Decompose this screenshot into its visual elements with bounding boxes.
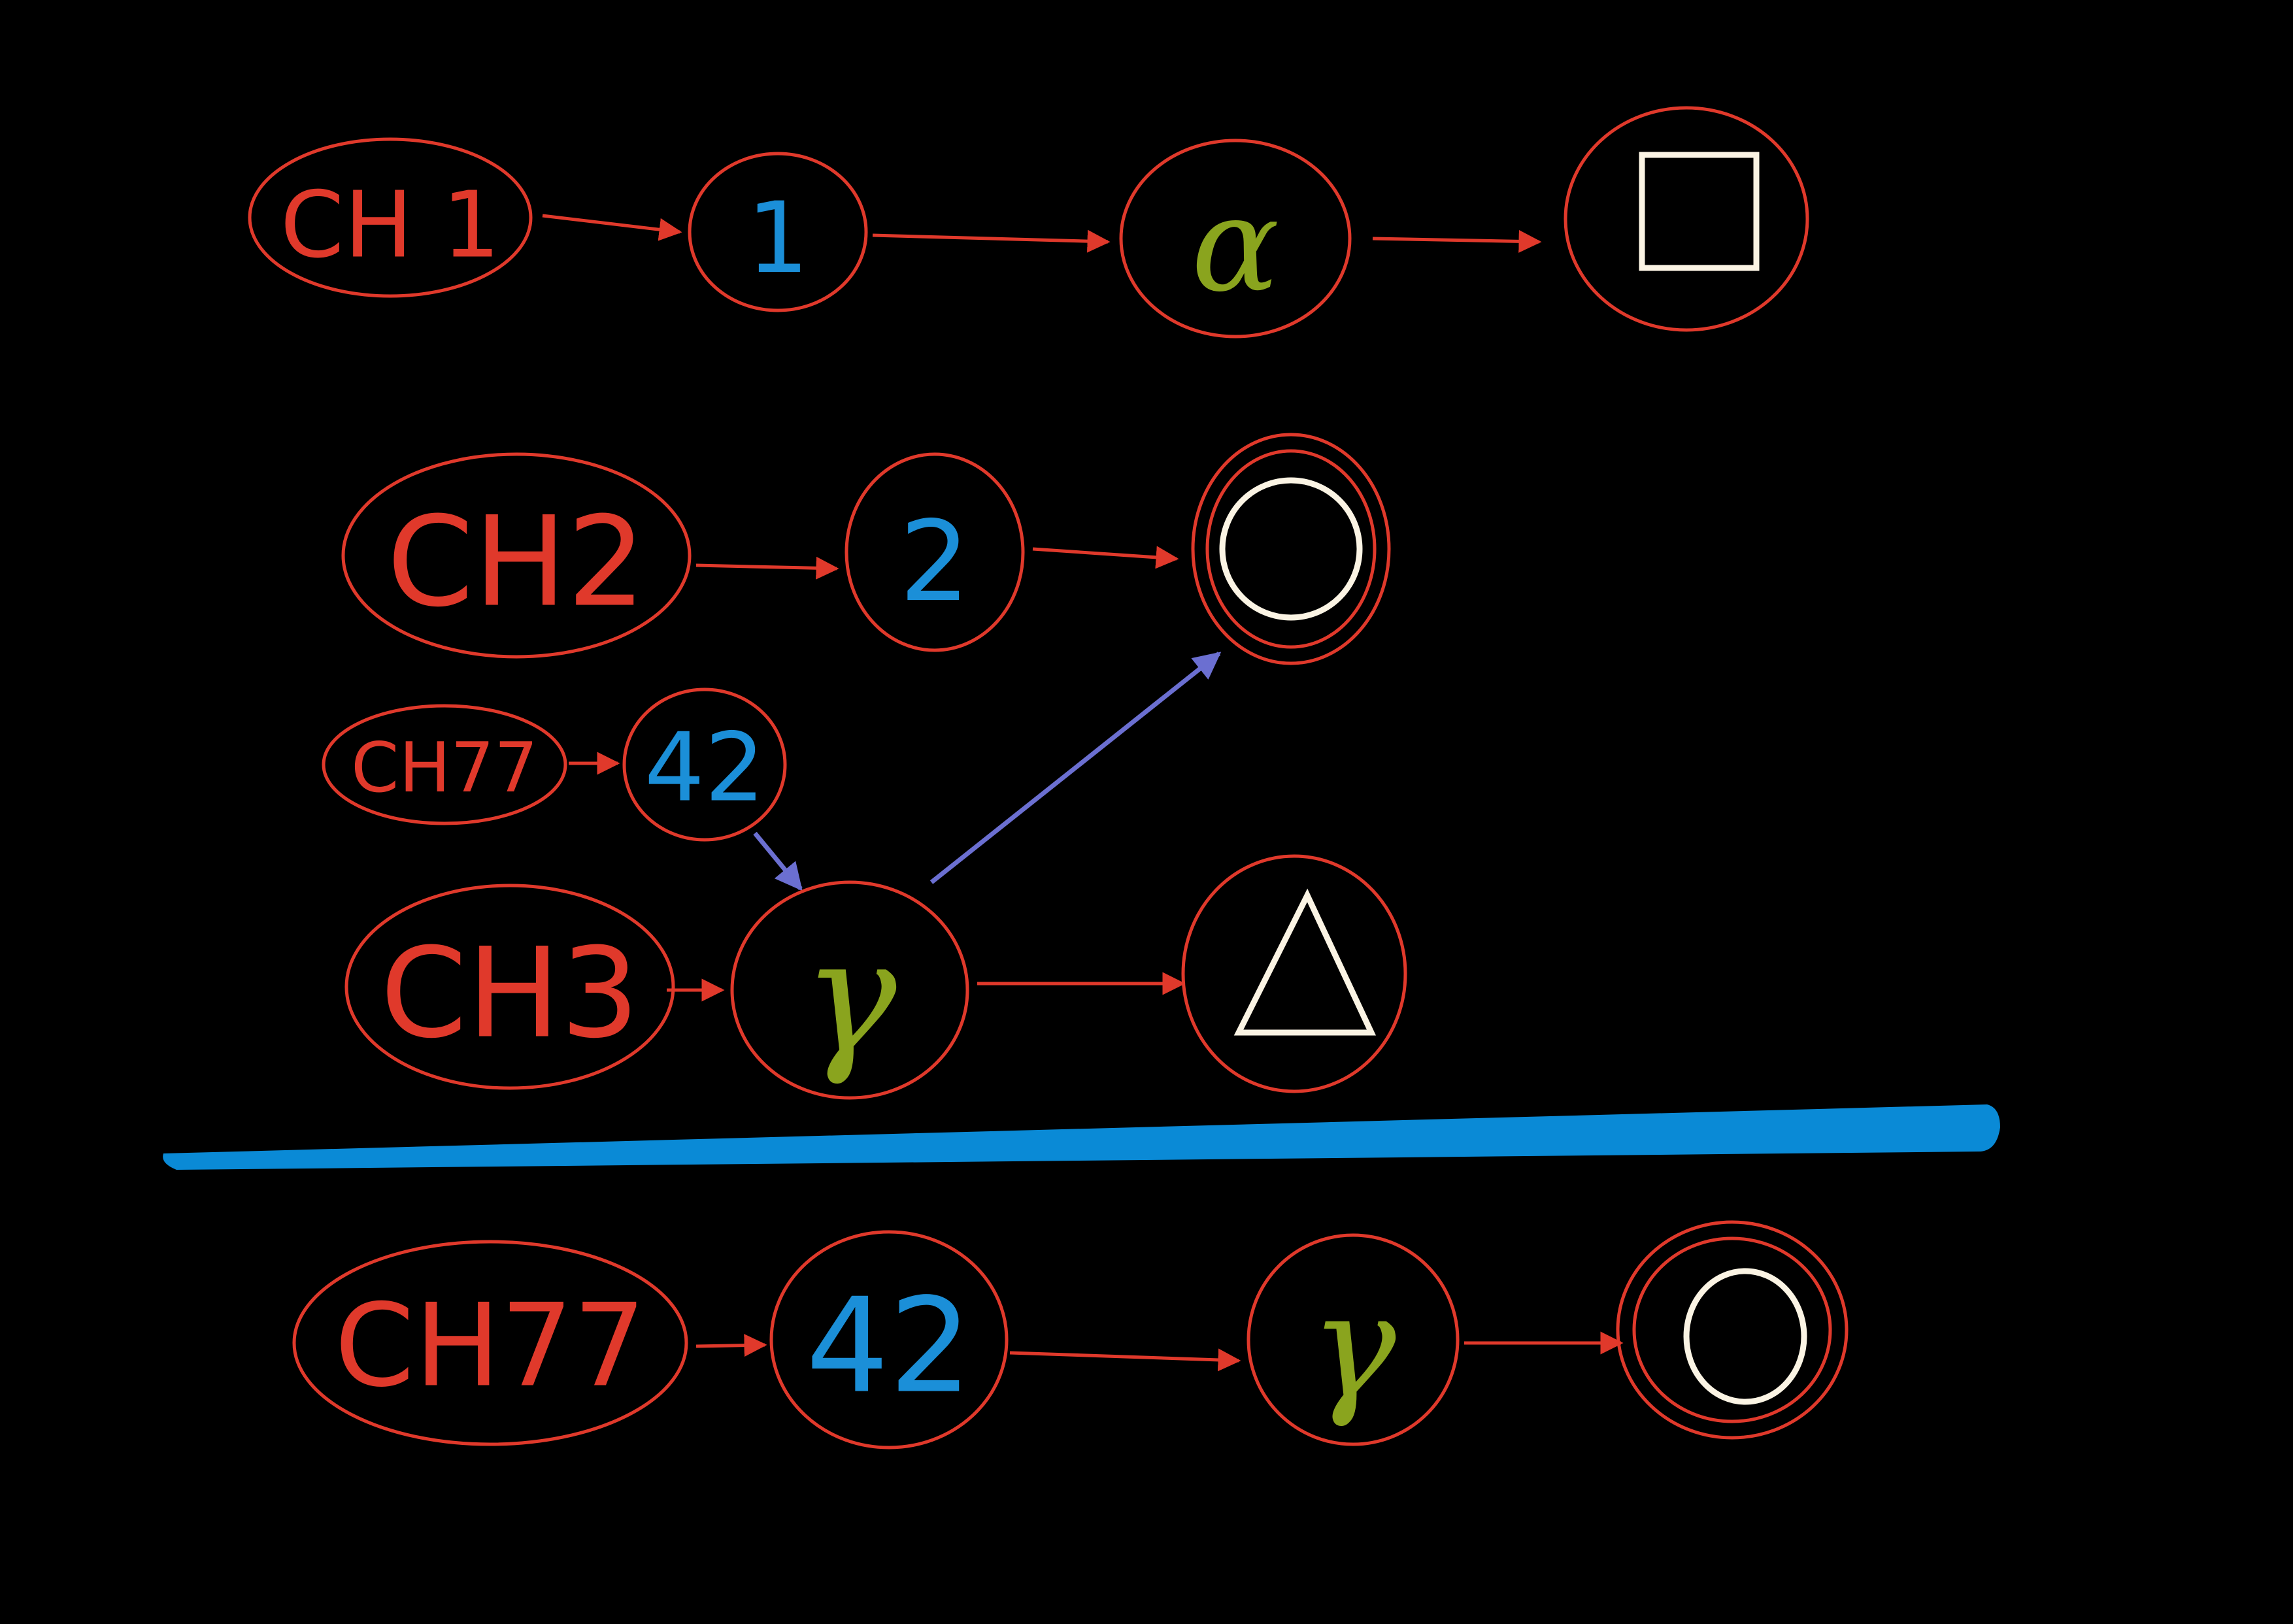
shape-node-triangle — [1181, 854, 1407, 1093]
triangle-shape — [1233, 888, 1377, 1036]
shape-node-outline-inner — [1205, 449, 1377, 649]
shape-node-outline — [1181, 854, 1407, 1093]
symbol-label: γ — [803, 905, 897, 1088]
symbol-node-outline — [730, 880, 969, 1100]
number-node-outline — [845, 452, 1025, 652]
edge-ch1-to-number — [542, 214, 682, 241]
circle-shape — [1219, 477, 1363, 621]
channel-node-outline — [341, 452, 692, 659]
symbol-node-alpha: α — [1119, 139, 1352, 339]
number-node-outline — [622, 688, 787, 842]
number-node-ch1: 1 — [688, 152, 868, 312]
channel-node-outline — [248, 137, 533, 298]
channel-label: CH77 — [335, 1280, 646, 1413]
number-node-outline — [769, 1230, 1009, 1450]
shape-node-outline-inner — [1632, 1236, 1832, 1423]
square-shape — [1639, 152, 1760, 271]
edge-number-to-shape — [1032, 546, 1179, 569]
number-node-42-small: 42 — [622, 688, 787, 842]
shape-node-outline-outer — [1191, 433, 1391, 665]
number-label: 42 — [806, 1270, 973, 1423]
shape-node-circle-ch2 — [1191, 433, 1391, 665]
number-node-ch2: 2 — [845, 452, 1025, 652]
channel-label: CH3 — [380, 921, 639, 1066]
edge-ch2-to-number — [695, 556, 839, 580]
edge-number-to-symbol — [872, 229, 1111, 253]
edge-ch77-to-number — [695, 1334, 767, 1357]
channel-node-outline — [322, 704, 567, 825]
channel-node-ch77: CH77 — [292, 1240, 688, 1446]
channel-label: CH 1 — [280, 173, 501, 279]
number-node-42: 42 — [769, 1230, 1009, 1450]
number-label: 1 — [746, 182, 809, 295]
edge-gamma-to-circle — [929, 652, 1222, 884]
channel-node-outline — [344, 884, 675, 1090]
channel-node-ch3: CH3 — [344, 884, 675, 1090]
channel-node-ch77-small: CH77 — [322, 704, 567, 825]
symbol-label: α — [1191, 169, 1279, 322]
number-label: 2 — [899, 497, 970, 627]
edge-symbol-to-shape — [1372, 229, 1542, 253]
symbol-node-outline — [1247, 1233, 1460, 1446]
chain-ch3: CH3 γ — [344, 854, 1407, 1100]
shape-node-square — [1564, 106, 1809, 332]
shape-node-outline — [1564, 106, 1809, 332]
symbol-label: γ — [1310, 1263, 1396, 1430]
symbol-node-gamma-result: γ — [1247, 1233, 1460, 1446]
shape-node-outline-outer — [1616, 1220, 1849, 1440]
number-label: 42 — [644, 713, 765, 823]
symbol-node-gamma: γ — [730, 880, 969, 1100]
channel-node-ch2: CH2 — [341, 452, 692, 659]
channel-node-outline — [292, 1240, 688, 1446]
chain-ch77-result: CH77 42 γ — [292, 1220, 1849, 1450]
separator-brush-stroke — [163, 1104, 2000, 1170]
channel-label: CH77 — [351, 728, 538, 808]
edge-number-to-symbol — [1009, 1348, 1241, 1372]
shape-node-circle-ch77 — [1616, 1220, 1849, 1440]
edge-42-to-gamma — [753, 831, 803, 891]
circle-shape — [1683, 1268, 1807, 1405]
chain-ch77-small: CH77 42 — [322, 688, 787, 842]
chain-ch2: CH2 2 — [341, 433, 1391, 665]
channel-node-ch1: CH 1 — [248, 137, 533, 298]
number-node-outline — [688, 152, 868, 312]
channel-label: CH2 — [387, 490, 646, 635]
chain-ch1: CH 1 1 α — [248, 106, 1809, 339]
symbol-node-outline — [1119, 139, 1352, 339]
